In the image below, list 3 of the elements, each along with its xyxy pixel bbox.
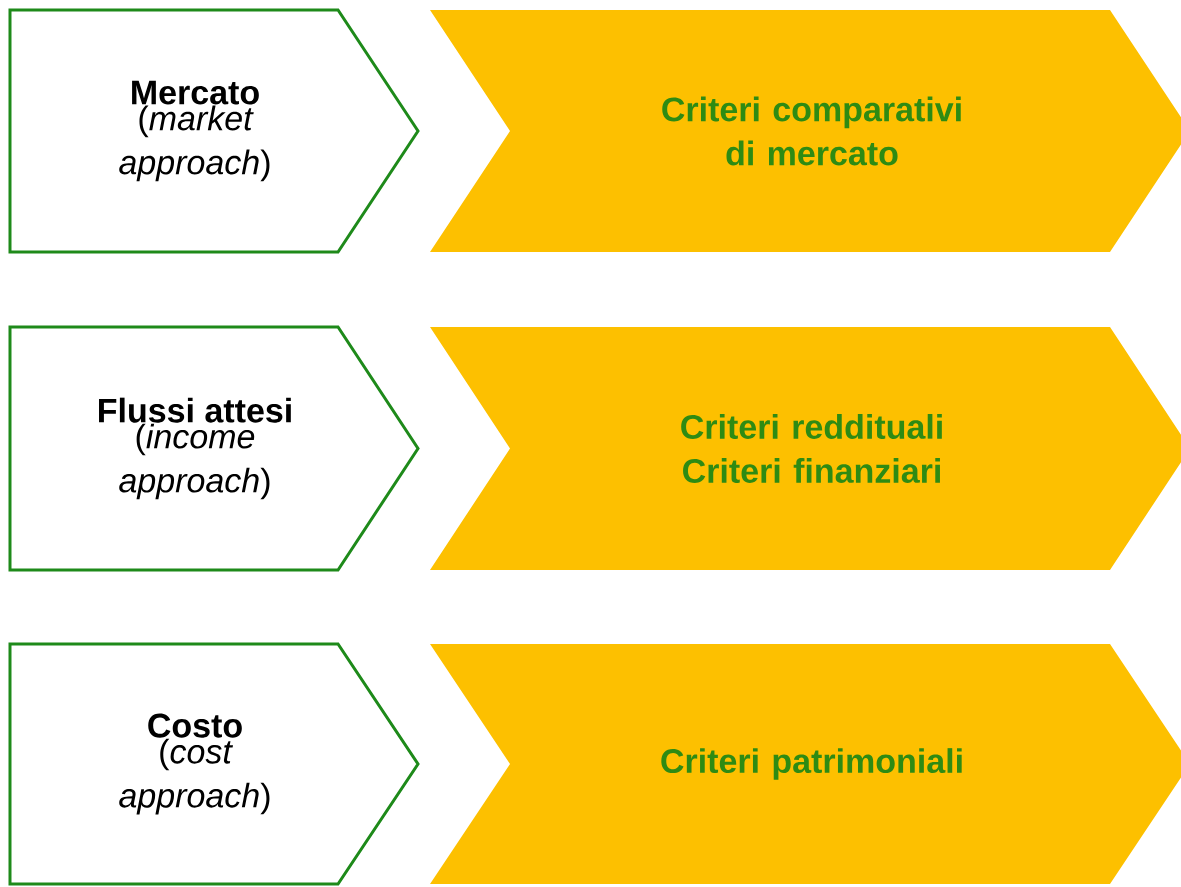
pentagon-box: Mercato (market approach) bbox=[8, 8, 420, 254]
pentagon-box: Costo (cost approach) bbox=[8, 642, 420, 886]
pentagon-box: Flussi attesi (income approach) bbox=[8, 325, 420, 572]
